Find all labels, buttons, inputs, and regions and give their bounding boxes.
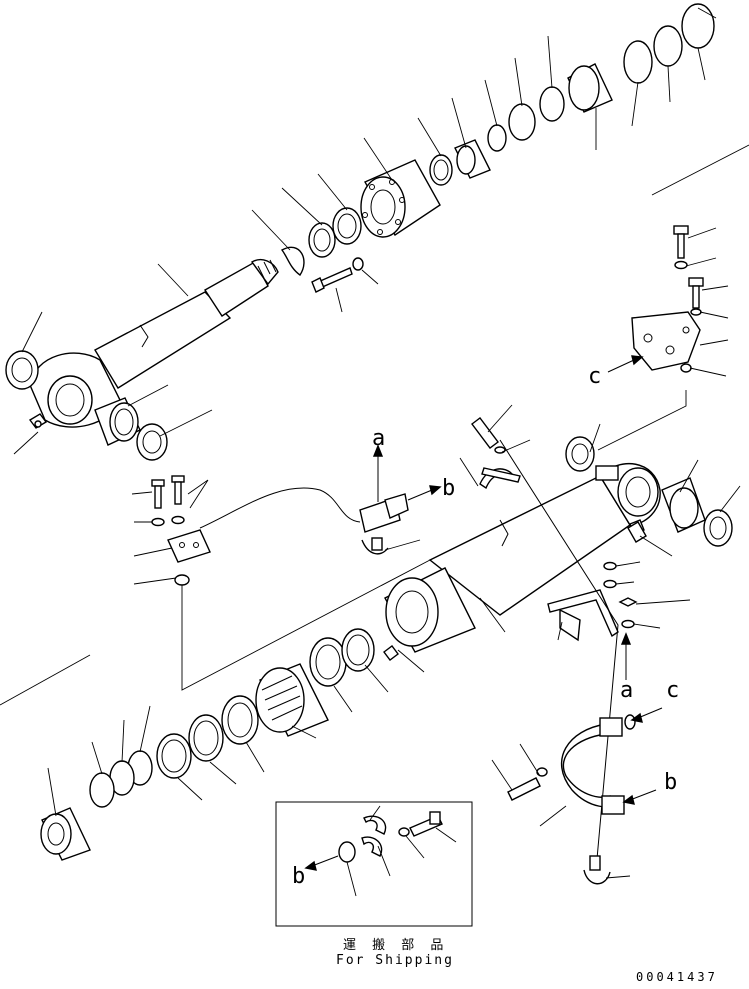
u-pipe-bolt	[507, 777, 541, 801]
arrow-a-top	[372, 444, 384, 502]
head-washer	[352, 257, 364, 271]
arrow-b-bottom	[622, 789, 657, 805]
valve-bolt-2	[688, 277, 704, 309]
drawing-number: 00041437	[636, 970, 718, 984]
dust-seal-right	[703, 509, 733, 547]
shipping-clip	[361, 815, 387, 857]
rod-seal-2	[332, 207, 362, 245]
head-bolt	[311, 267, 353, 293]
callout-a-top: a	[372, 426, 386, 451]
clamp-bolt	[471, 417, 499, 449]
u-pipe-o-ring	[624, 714, 636, 730]
dust-seal-left	[136, 423, 168, 461]
upper-bushing-mid	[565, 436, 595, 472]
valve-washer-2	[690, 308, 702, 316]
wear-ring-2	[188, 714, 224, 762]
rod-end-bushing-left	[5, 350, 39, 390]
pipe-hose-end	[361, 537, 389, 555]
arrow-b-top	[407, 485, 442, 501]
callout-a-bottom: a	[620, 678, 634, 703]
shipping-label-en: For Shipping	[336, 953, 454, 968]
u-pipe-washer	[536, 767, 548, 777]
hydraulic-pipe-long	[499, 439, 619, 871]
shipping-plug	[338, 841, 356, 863]
flange-bolt-a	[151, 479, 165, 509]
hydraulic-pipe-upper	[199, 487, 409, 533]
valve-washer-1	[674, 260, 688, 270]
flange-washer-b	[171, 515, 185, 525]
rod-seal-1	[308, 222, 336, 258]
arrow-b-shipping	[304, 855, 339, 871]
shipping-bolt	[409, 811, 443, 837]
valve-o-ring	[680, 363, 692, 373]
head-ring-3	[508, 103, 536, 141]
head-cushion-ring	[567, 63, 613, 113]
head-ring-1	[429, 154, 453, 186]
callout-c-right: c	[588, 364, 602, 389]
arrow-a-bottom	[620, 632, 632, 680]
u-pipe-flange-upper	[599, 717, 623, 737]
lower-hose-end	[583, 855, 611, 885]
piston-screw	[383, 645, 399, 661]
shipping-label-jp: 運 搬 部 品	[343, 938, 450, 953]
rod-bushing	[94, 397, 141, 446]
callout-b-top: b	[442, 476, 456, 501]
snap-ring	[280, 246, 305, 276]
tube-boss	[595, 465, 619, 481]
piston-ring-2	[341, 628, 375, 672]
piston-ring-1	[309, 637, 347, 687]
safety-valve	[631, 311, 701, 371]
callout-c-bottom: c	[666, 678, 680, 703]
arrow-c-right	[607, 355, 644, 373]
flange-washer-a	[151, 517, 165, 527]
cylinder-tube	[428, 462, 661, 616]
callout-b-bottom: b	[664, 770, 678, 795]
pipe-clamp	[479, 467, 521, 490]
pipe-bracket	[547, 589, 619, 642]
flange-bolt-b	[171, 475, 185, 505]
wear-ring-3	[156, 733, 192, 779]
head-ring-4	[539, 86, 565, 122]
bracket-washer-a	[603, 561, 617, 571]
cylinder-head	[360, 159, 441, 238]
head-ring-5	[623, 40, 653, 84]
flange-plate-left	[167, 529, 211, 563]
arrow-c-bottom	[630, 707, 663, 723]
head-ring-6	[653, 25, 683, 67]
leader-lines	[13, 7, 741, 897]
bracket-washer-c	[621, 619, 635, 629]
callout-b-shipping: b	[292, 864, 306, 889]
piston-rod	[94, 258, 279, 389]
grease-fitting-left	[28, 413, 48, 429]
u-pipe-flange-lower	[601, 795, 625, 815]
flange-o-ring-left	[174, 574, 190, 586]
tube-bottom-eye	[384, 567, 476, 653]
piston	[255, 663, 329, 737]
piston-nut	[40, 807, 91, 861]
head-bushing	[454, 139, 491, 179]
shipping-washer	[398, 827, 410, 837]
valve-bolt-1	[673, 225, 689, 259]
shipping-parts-box	[275, 801, 473, 927]
bracket-nut	[618, 597, 638, 607]
clamp-washer	[494, 446, 506, 454]
head-ring-7	[681, 3, 715, 49]
bracket-washer-b	[603, 579, 617, 589]
back-ring-3	[89, 772, 115, 808]
head-ring-2	[487, 124, 507, 152]
wear-ring-1	[221, 695, 259, 745]
